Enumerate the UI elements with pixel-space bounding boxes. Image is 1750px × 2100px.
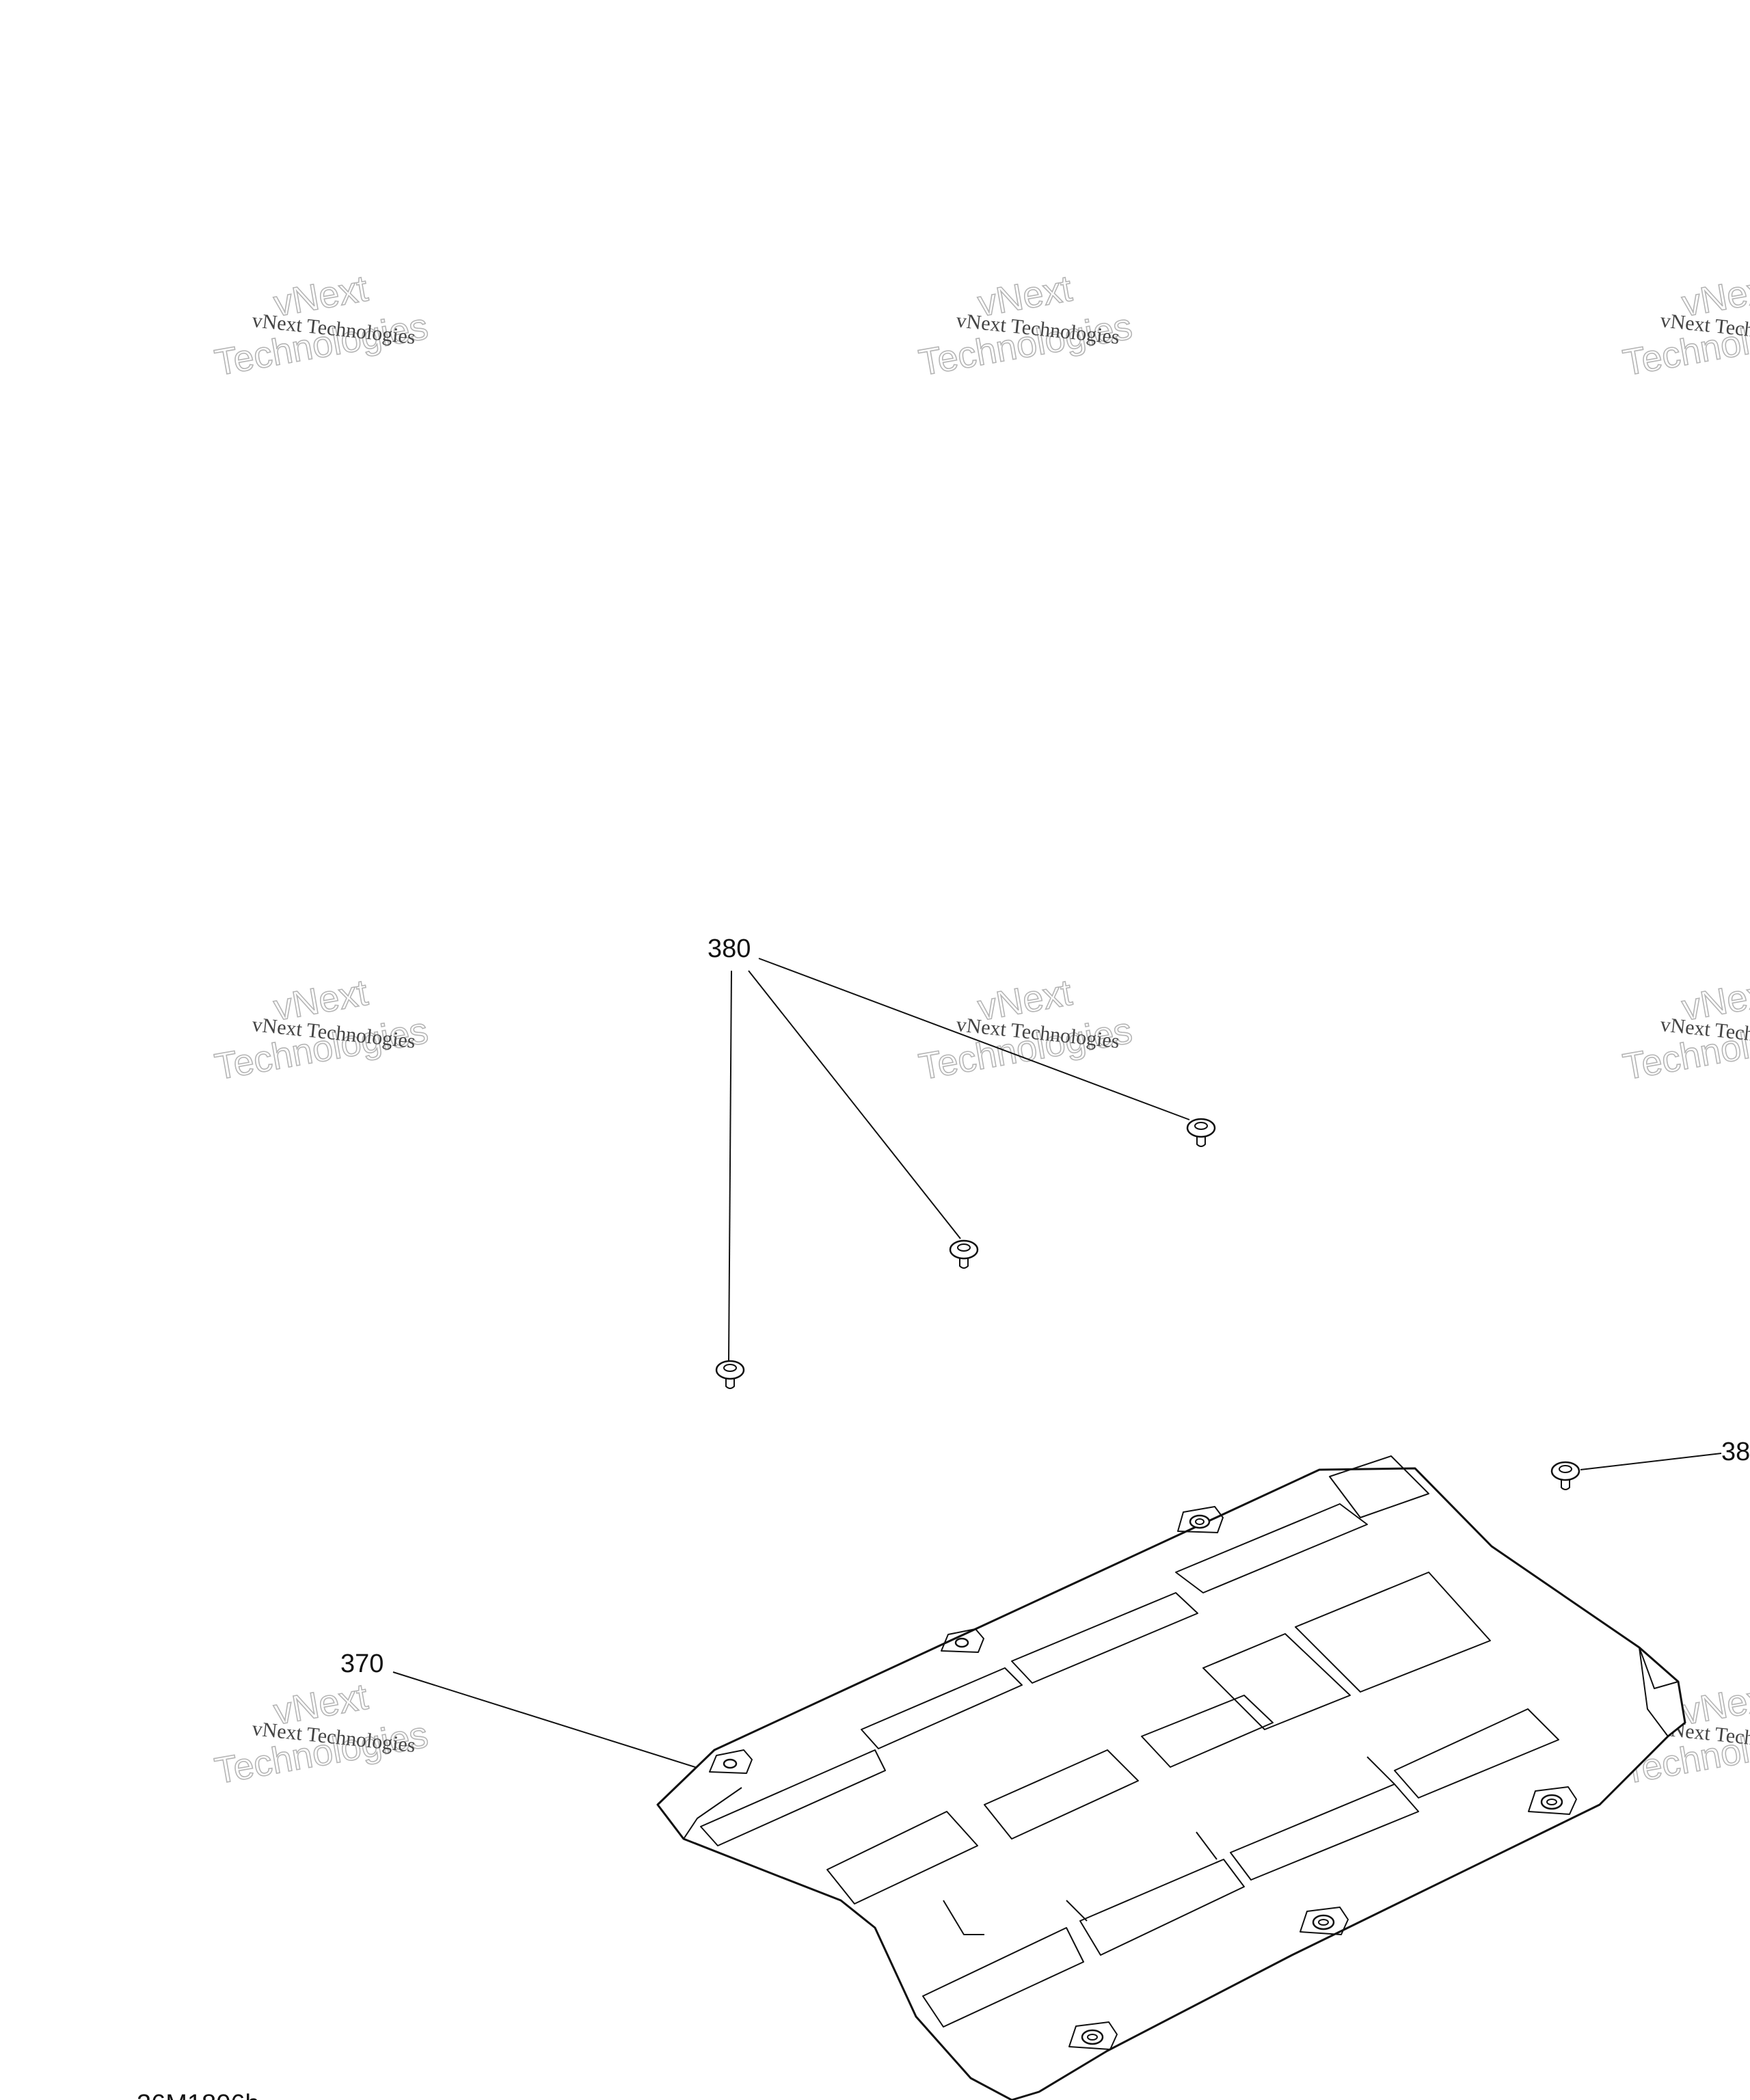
leader-line xyxy=(392,1671,724,1777)
callout-label-380: 380 xyxy=(708,934,751,963)
rib xyxy=(700,1749,886,1846)
rib xyxy=(1141,1695,1274,1768)
mount-tab xyxy=(1528,1786,1577,1815)
leader-line xyxy=(758,958,1190,1120)
rivet xyxy=(949,1239,979,1269)
mount-tab xyxy=(1068,2021,1118,2050)
mount-tab xyxy=(709,1749,753,1774)
watermark-layer: vNext Technologies vNext Technologies vN… xyxy=(211,267,1750,1792)
rivet xyxy=(715,1360,745,1389)
mount-tab xyxy=(941,1628,984,1653)
rib xyxy=(922,1927,1084,2028)
rib xyxy=(826,1811,978,1904)
rib xyxy=(1202,1633,1351,1730)
callout-label-370: 370 xyxy=(340,1650,383,1678)
callout-label-38: 38 xyxy=(1721,1438,1750,1466)
rivet xyxy=(1550,1461,1580,1490)
figure-id-label: 36M1806b xyxy=(137,2090,260,2100)
rib xyxy=(1394,1708,1559,1799)
rib xyxy=(1230,1783,1419,1881)
mount-tab xyxy=(1300,1907,1349,1935)
rib xyxy=(1011,1592,1198,1684)
rib xyxy=(1175,1503,1368,1593)
rib xyxy=(1295,1572,1491,1693)
callout-380: 380 xyxy=(708,934,1190,1361)
leader-line xyxy=(1580,1453,1722,1470)
rib xyxy=(1079,1859,1245,1956)
rib xyxy=(861,1667,1023,1749)
leader-line xyxy=(748,970,961,1239)
leader-line xyxy=(728,970,732,1361)
rivet xyxy=(1186,1118,1216,1147)
skid-plate xyxy=(656,1455,1686,2100)
rib xyxy=(1329,1455,1429,1518)
callout-370: 370 xyxy=(340,1650,724,1777)
mount-tab xyxy=(1177,1506,1224,1533)
rib xyxy=(984,1749,1139,1840)
skid-plate-outline xyxy=(656,1467,1686,2100)
callout-38: 38 xyxy=(1580,1438,1750,1470)
